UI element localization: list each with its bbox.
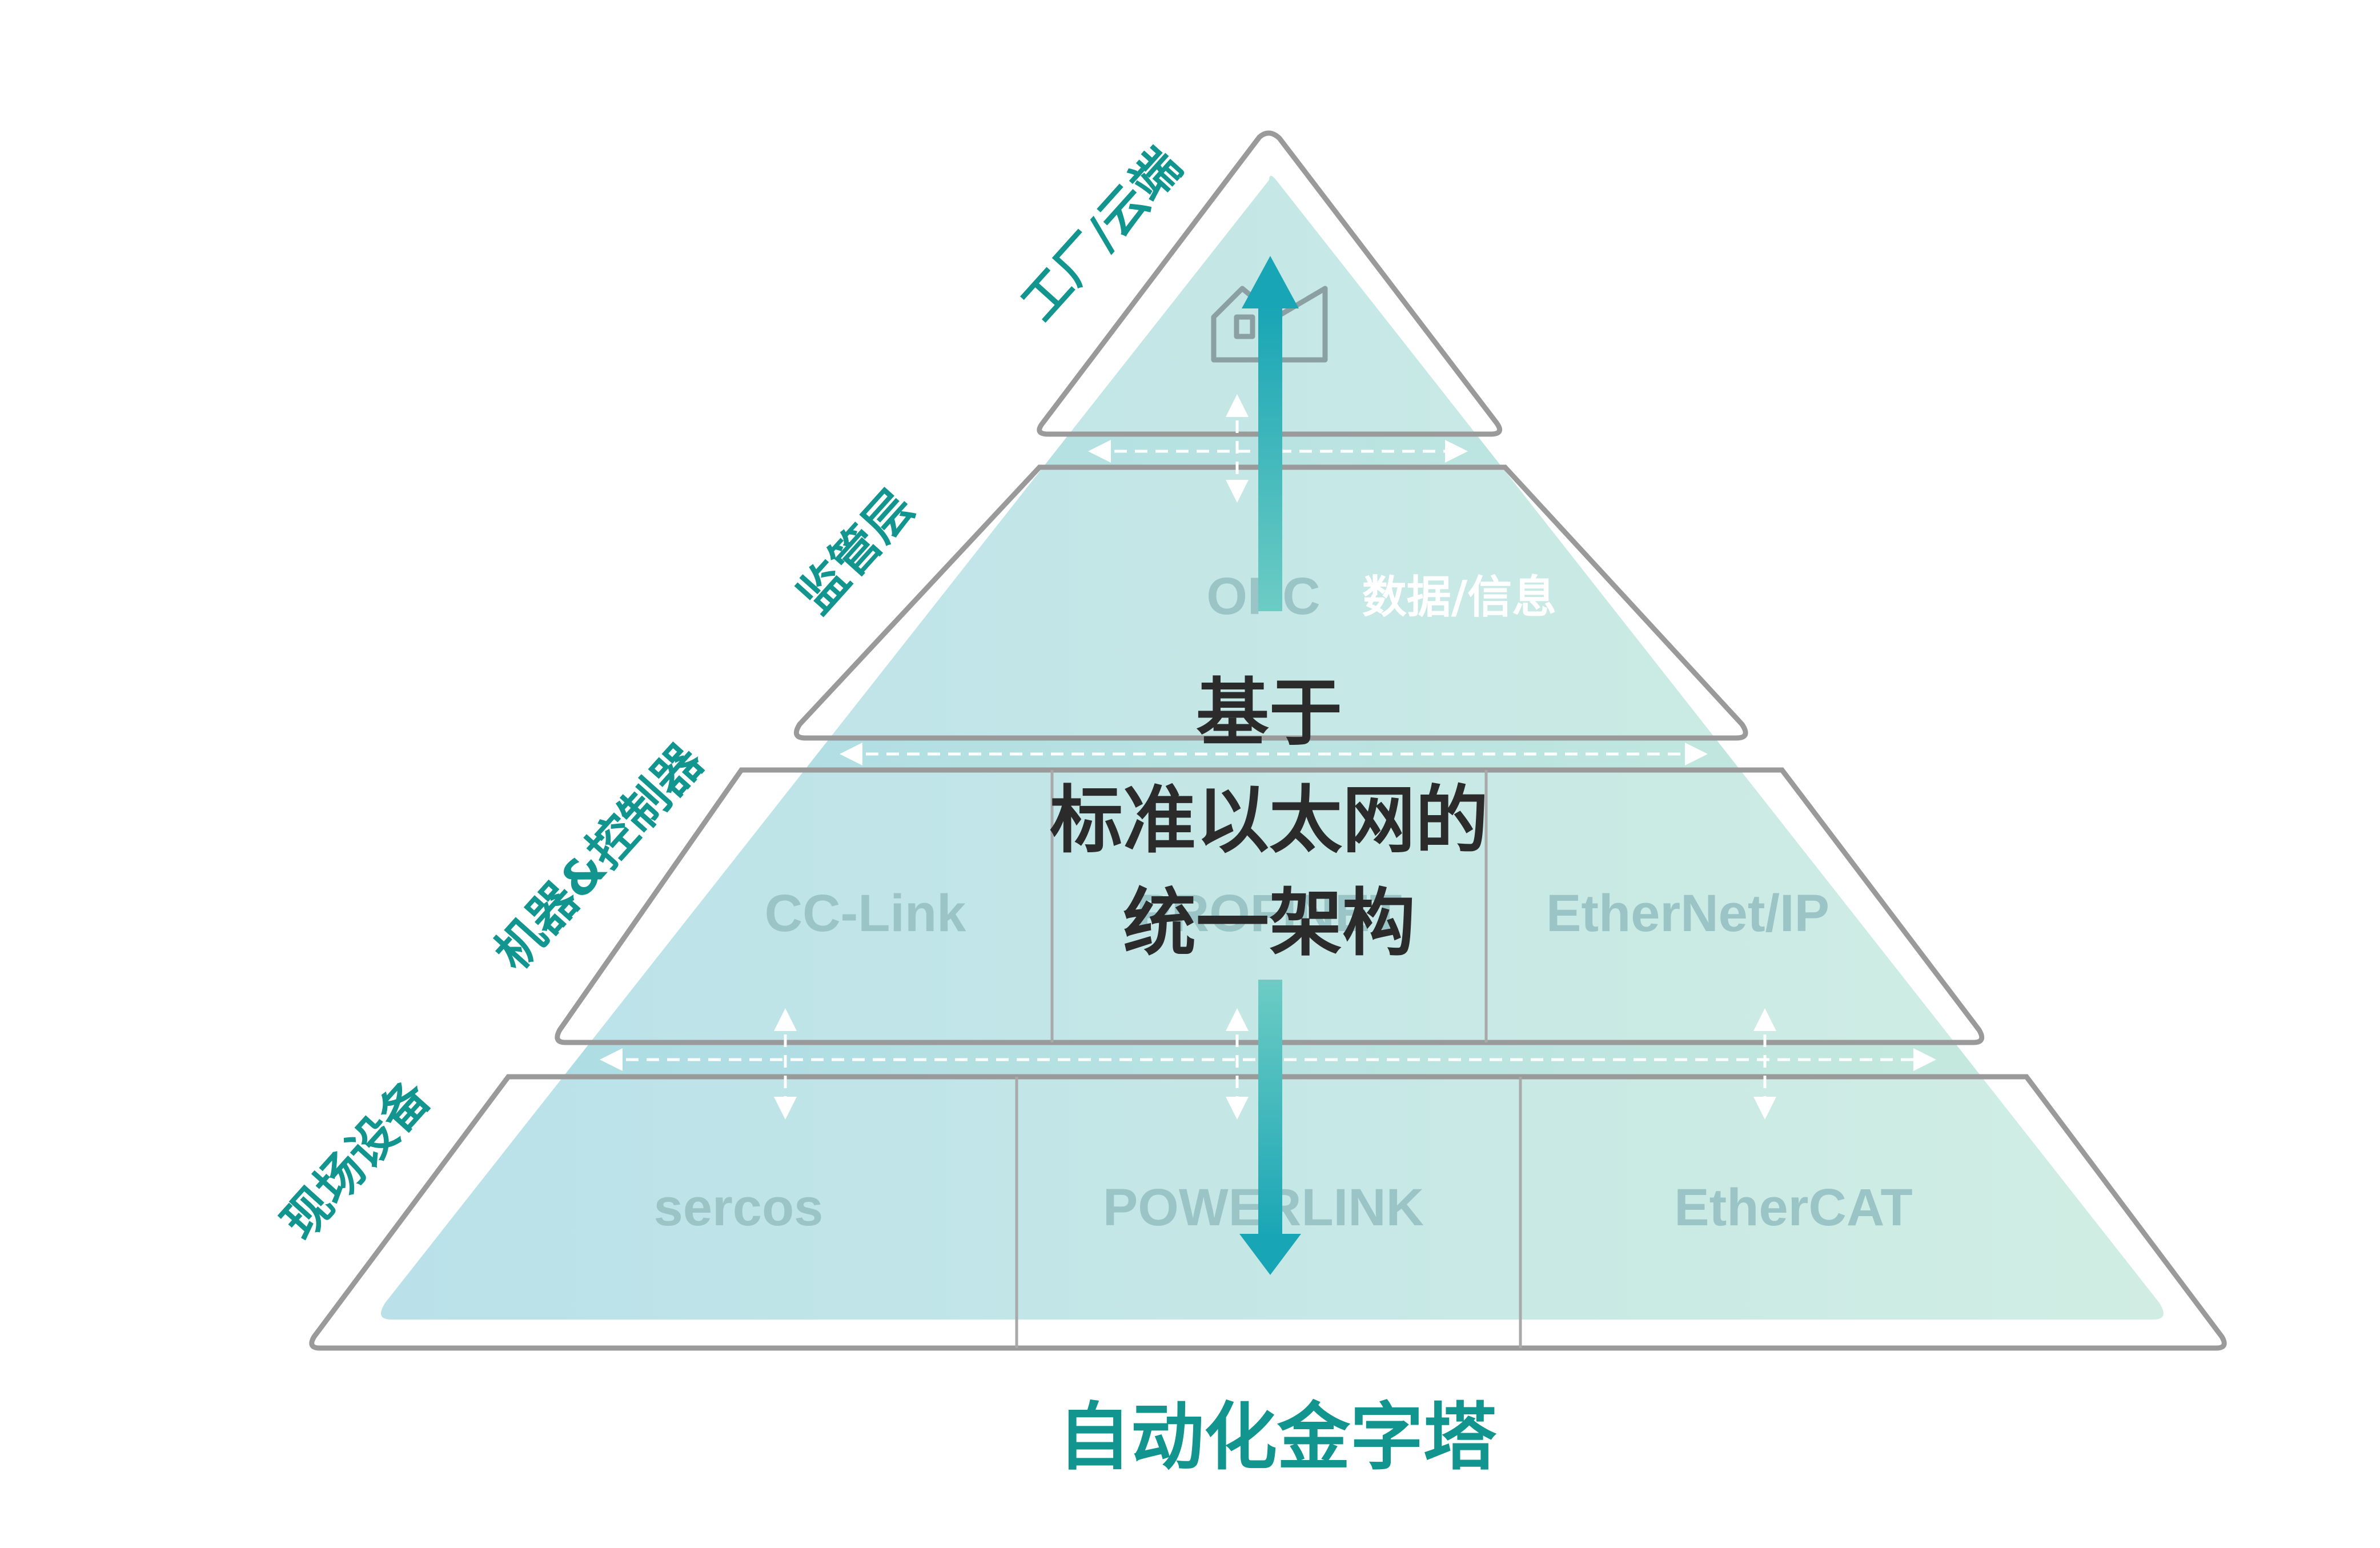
- protocol-ethercat: EtherCAT: [1674, 1178, 1912, 1237]
- footer-title: 自动化金字塔: [1058, 1395, 1497, 1480]
- layer-label-supervisory: 监管层: [787, 479, 925, 624]
- protocol-ethernet-ip: EtherNet/IP: [1546, 884, 1829, 943]
- center-title-line3: 统一架构: [1123, 881, 1415, 966]
- center-title-line1: 基于: [1196, 671, 1342, 756]
- downward-arrow: [1239, 980, 1301, 1275]
- upward-arrow: [1242, 256, 1299, 611]
- protocol-profinet: PROFINET: [1136, 884, 1402, 943]
- center-title-line2: 标准以太网的: [1050, 778, 1488, 863]
- protocol-cc-link: CC-Link: [765, 884, 966, 943]
- data-info-label: 数据/信息: [1362, 572, 1557, 623]
- protocol-sercos: sercos: [654, 1178, 824, 1237]
- tier-controller: [555, 767, 1985, 1045]
